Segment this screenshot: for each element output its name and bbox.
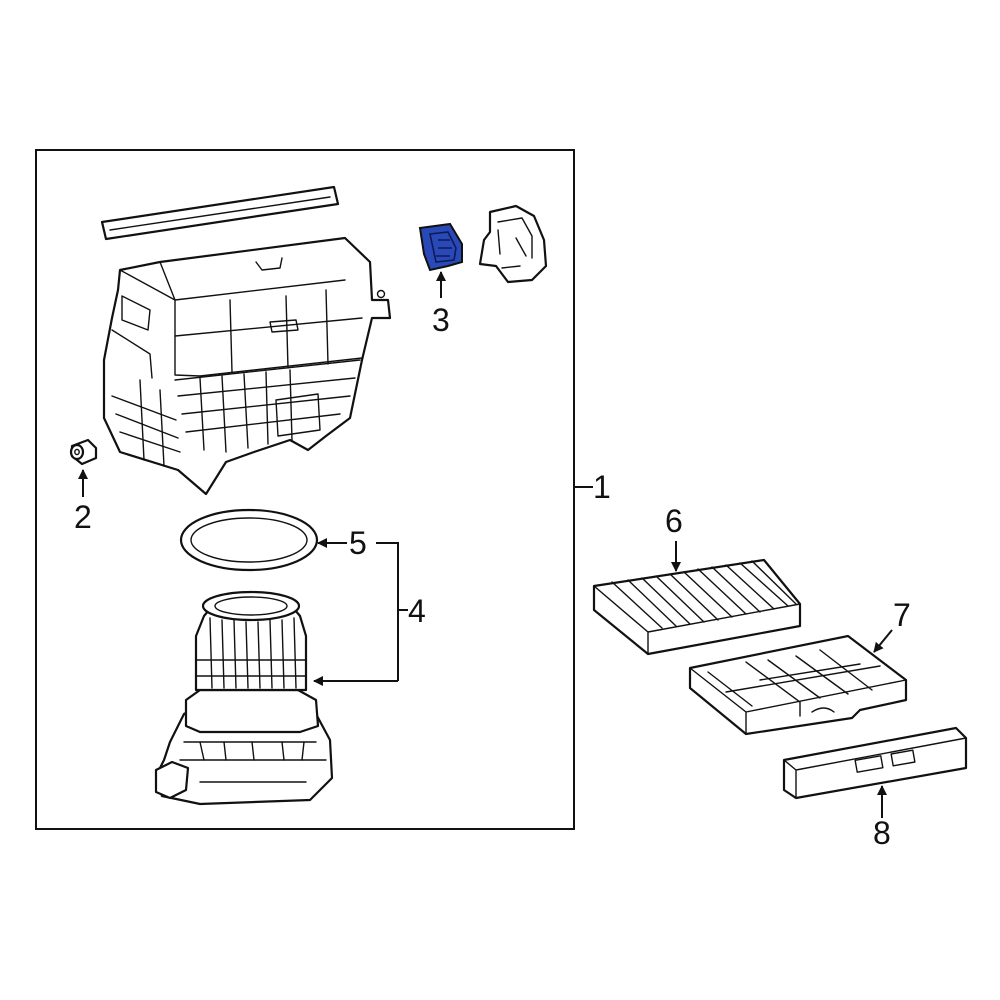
bracket-part-4 bbox=[376, 542, 399, 681]
callout-4: 4 bbox=[408, 593, 426, 629]
filter-cover-part-8 bbox=[782, 726, 968, 800]
blower-motor-part-4 bbox=[154, 590, 334, 806]
callout-1: 1 bbox=[593, 469, 611, 505]
blower-housing bbox=[102, 236, 392, 496]
mounting-bracket bbox=[478, 204, 548, 284]
callout-2: 2 bbox=[74, 499, 92, 535]
cabin-filter-part-6 bbox=[592, 558, 802, 656]
callout-8: 8 bbox=[873, 815, 891, 851]
callout-5: 5 bbox=[349, 525, 367, 561]
callout-7: 7 bbox=[893, 597, 911, 633]
assembly-frame bbox=[35, 149, 575, 830]
callout-6: 6 bbox=[665, 503, 683, 539]
filter-housing-part-7 bbox=[688, 634, 908, 736]
seal-strip bbox=[100, 185, 340, 241]
gasket-ring-part-5 bbox=[179, 508, 319, 572]
bushing-part-2 bbox=[69, 438, 98, 466]
highlighted-part-3 bbox=[418, 222, 463, 272]
leader-lines bbox=[78, 271, 893, 818]
leader-part-7 bbox=[873, 629, 893, 653]
callout-3: 3 bbox=[432, 302, 450, 338]
